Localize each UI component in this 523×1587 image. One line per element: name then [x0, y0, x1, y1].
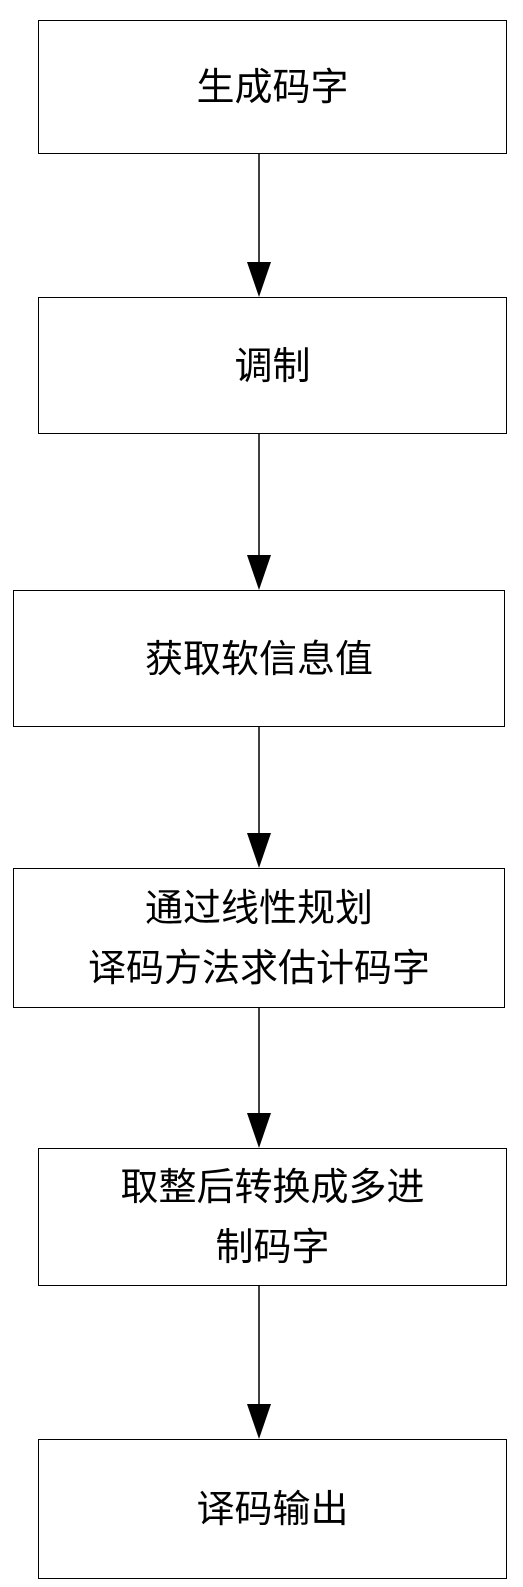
step-round-convert: 取整后转换成多进 制码字 [38, 1148, 507, 1286]
step-get-soft-info-label: 获取软信息值 [144, 636, 373, 681]
arrow-3-to-4 [247, 727, 271, 868]
step-decode-output: 译码输出 [38, 1439, 507, 1579]
step-generate-codeword-label: 生成码字 [196, 65, 349, 109]
step-lp-decode-estimate: 通过线性规划 译码方法求估计码字 [13, 868, 505, 1008]
step-decode-output-label: 译码输出 [196, 1487, 349, 1531]
step-round-convert-label: 取整后转换成多进 制码字 [120, 1165, 425, 1269]
arrow-2-to-3 [247, 434, 271, 590]
arrow-1-to-2 [247, 154, 271, 297]
step-modulation: 调制 [38, 297, 507, 434]
step-modulation-label: 调制 [234, 343, 311, 388]
step-lp-decode-estimate-label: 通过线性规划 译码方法求估计码字 [87, 886, 430, 990]
arrow-5-to-6 [247, 1286, 271, 1439]
arrow-4-to-5 [247, 1008, 271, 1148]
step-get-soft-info: 获取软信息值 [13, 590, 505, 727]
step-generate-codeword: 生成码字 [38, 20, 507, 154]
